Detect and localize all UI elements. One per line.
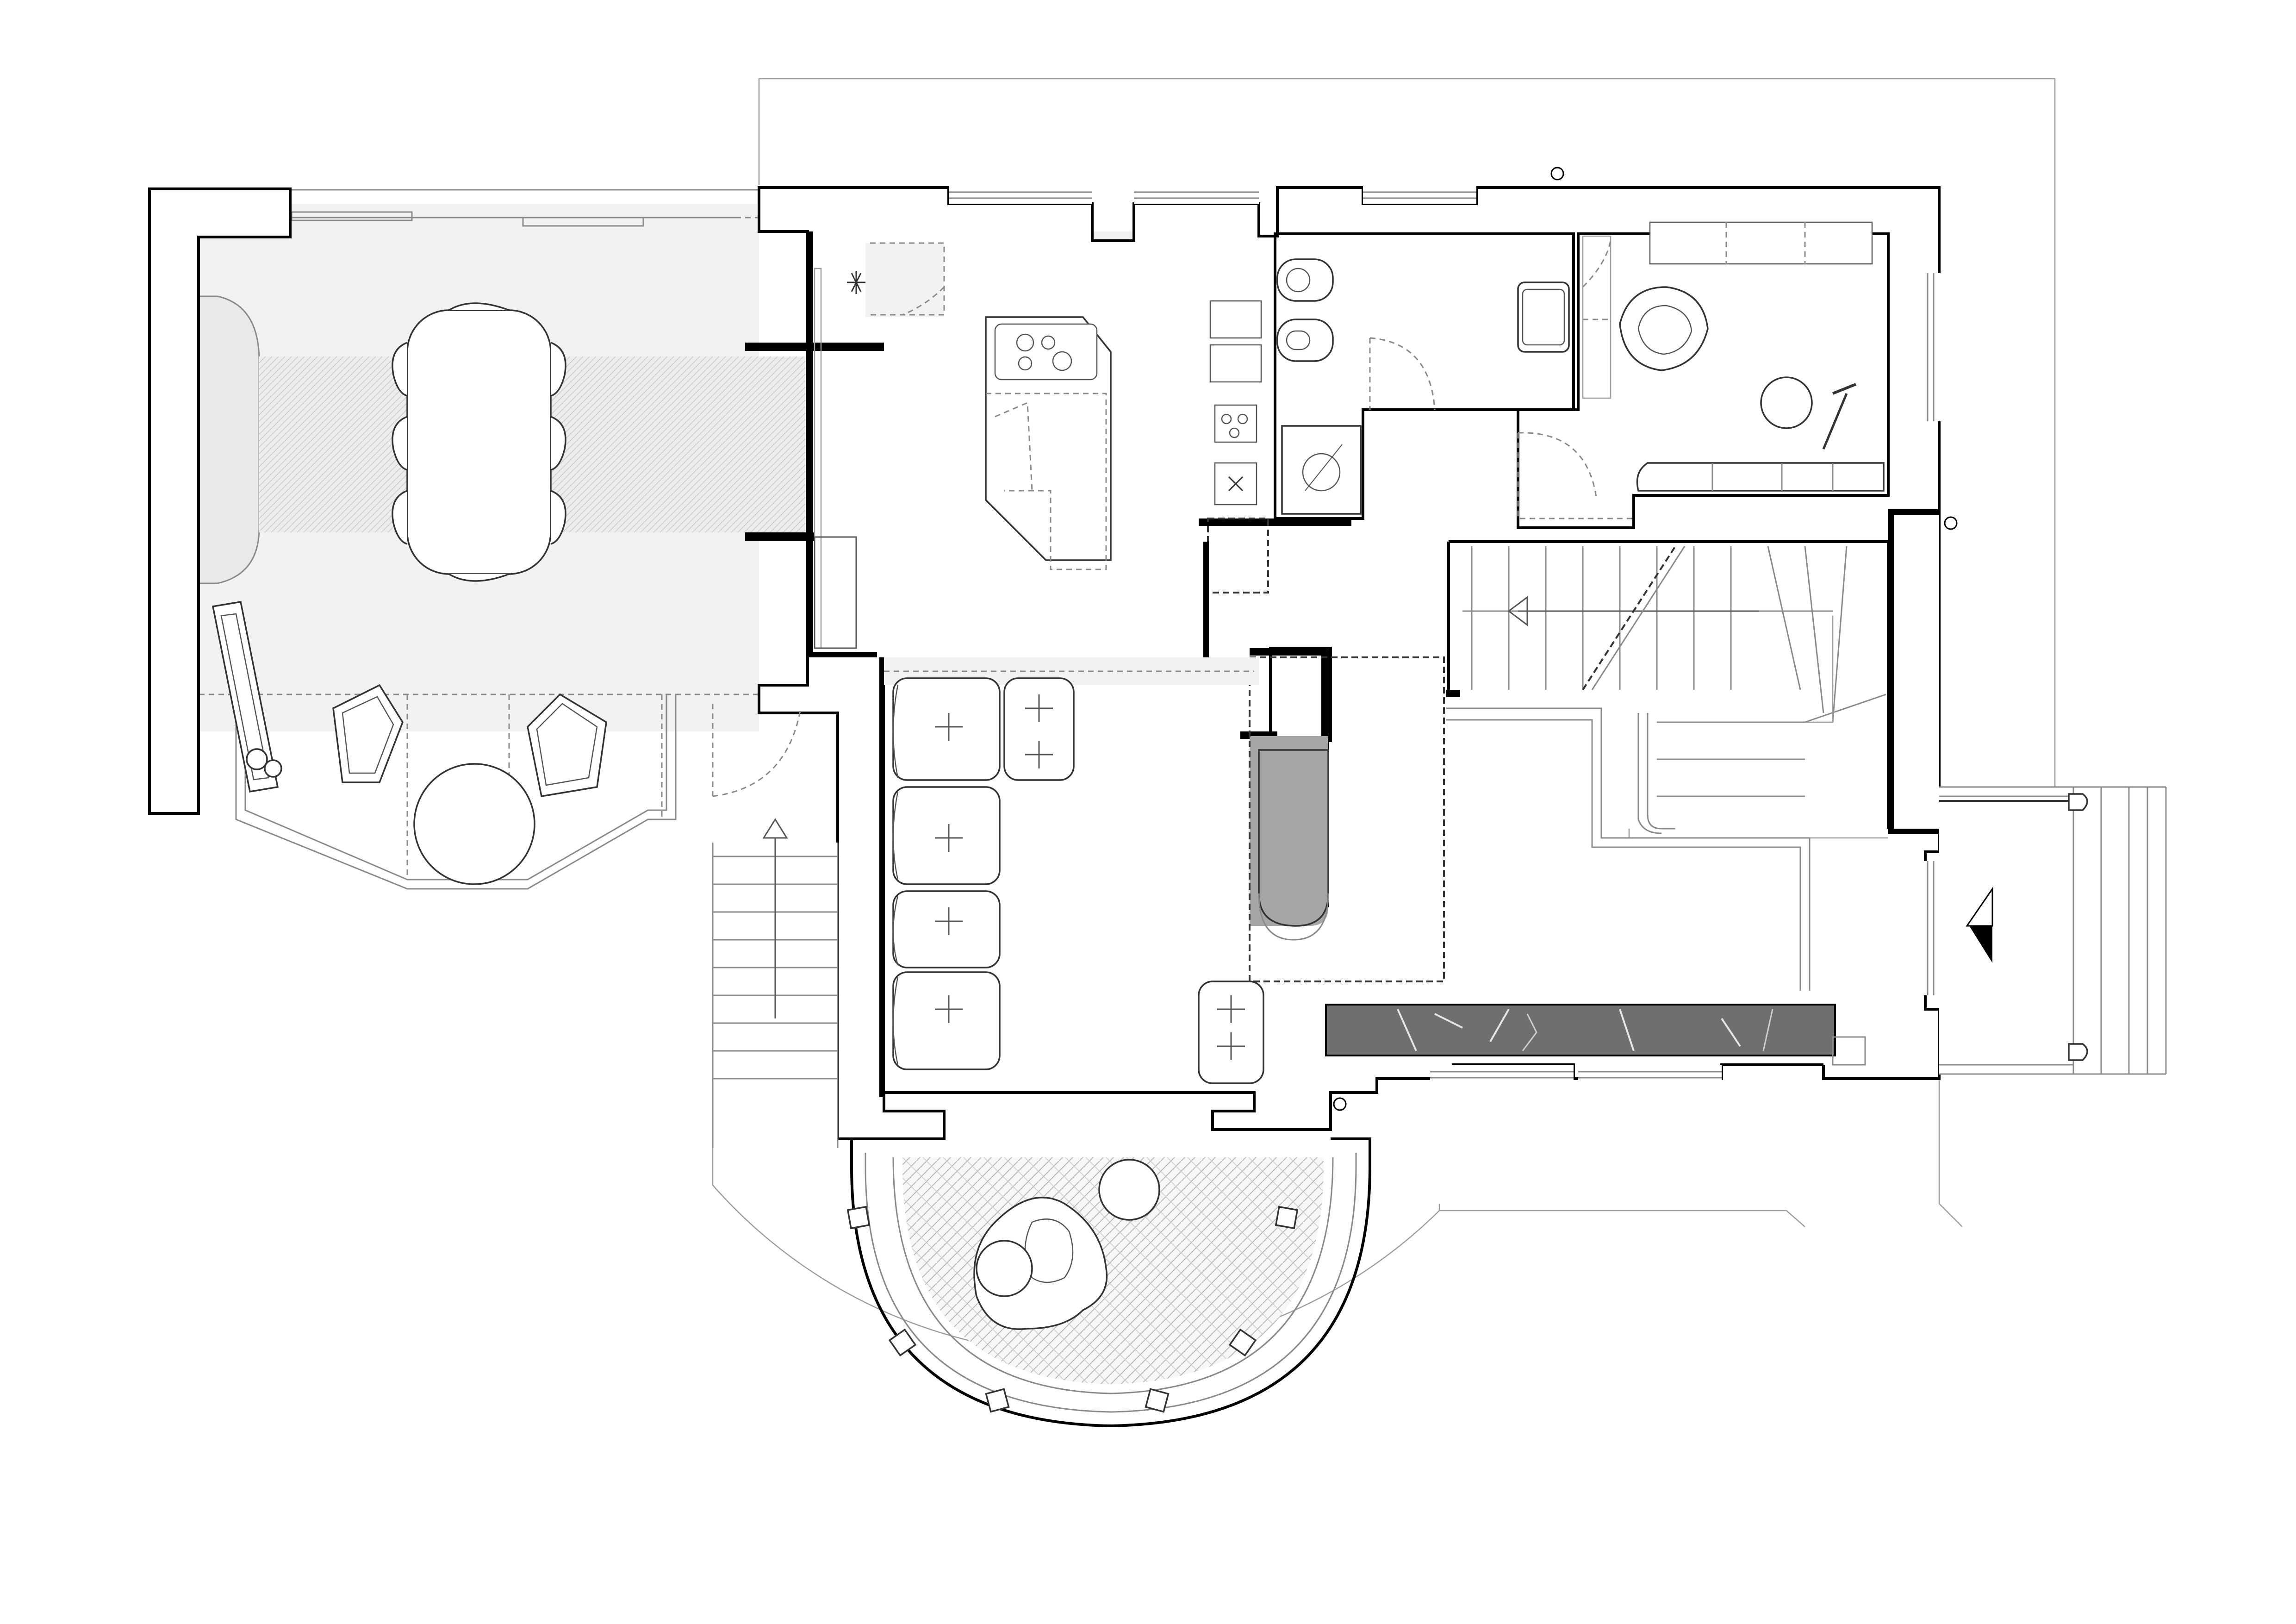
- bay-side-table: [1098, 1159, 1160, 1221]
- fan-symbol-icon: [847, 271, 865, 294]
- study-shelf: [1649, 221, 1873, 265]
- cooktop: [994, 323, 1098, 381]
- stair-direction-arrow-icon: [1507, 596, 1759, 626]
- sofa-modules: [892, 677, 1264, 1084]
- shower-tray: [1281, 425, 1362, 515]
- dining-table: [406, 309, 552, 575]
- study: [1582, 221, 1885, 492]
- study-side-table: [1760, 376, 1813, 429]
- west-steps: [712, 704, 839, 1148]
- bathroom: [1276, 258, 1634, 519]
- terrace-armchair-left: [332, 684, 404, 783]
- lounge-rack: [212, 600, 282, 793]
- terrace-round-table: [413, 763, 535, 885]
- terrace-armchair-right: [527, 693, 607, 798]
- living-room: [884, 657, 1264, 1084]
- kitchen: [814, 242, 1269, 657]
- dining-chairs: [392, 302, 566, 582]
- staircase: [1460, 545, 1888, 839]
- marble-counter: [1325, 1004, 1836, 1056]
- study-bench: [1636, 462, 1885, 492]
- step-direction-arrow-icon: [762, 818, 788, 1018]
- entry-bench: [1258, 749, 1329, 927]
- windows: [949, 185, 1941, 1083]
- west-dining-terrace: [199, 189, 805, 890]
- floor-lamp: [1822, 383, 1857, 450]
- entry-hall: [1249, 656, 1866, 1066]
- site-markers: [1333, 167, 1958, 1111]
- interior-walls: [1269, 232, 1890, 829]
- north-arrow-icon: [1966, 887, 1993, 963]
- bay-window: [846, 1137, 1371, 1428]
- bay-window-mullions: [846, 1206, 1299, 1413]
